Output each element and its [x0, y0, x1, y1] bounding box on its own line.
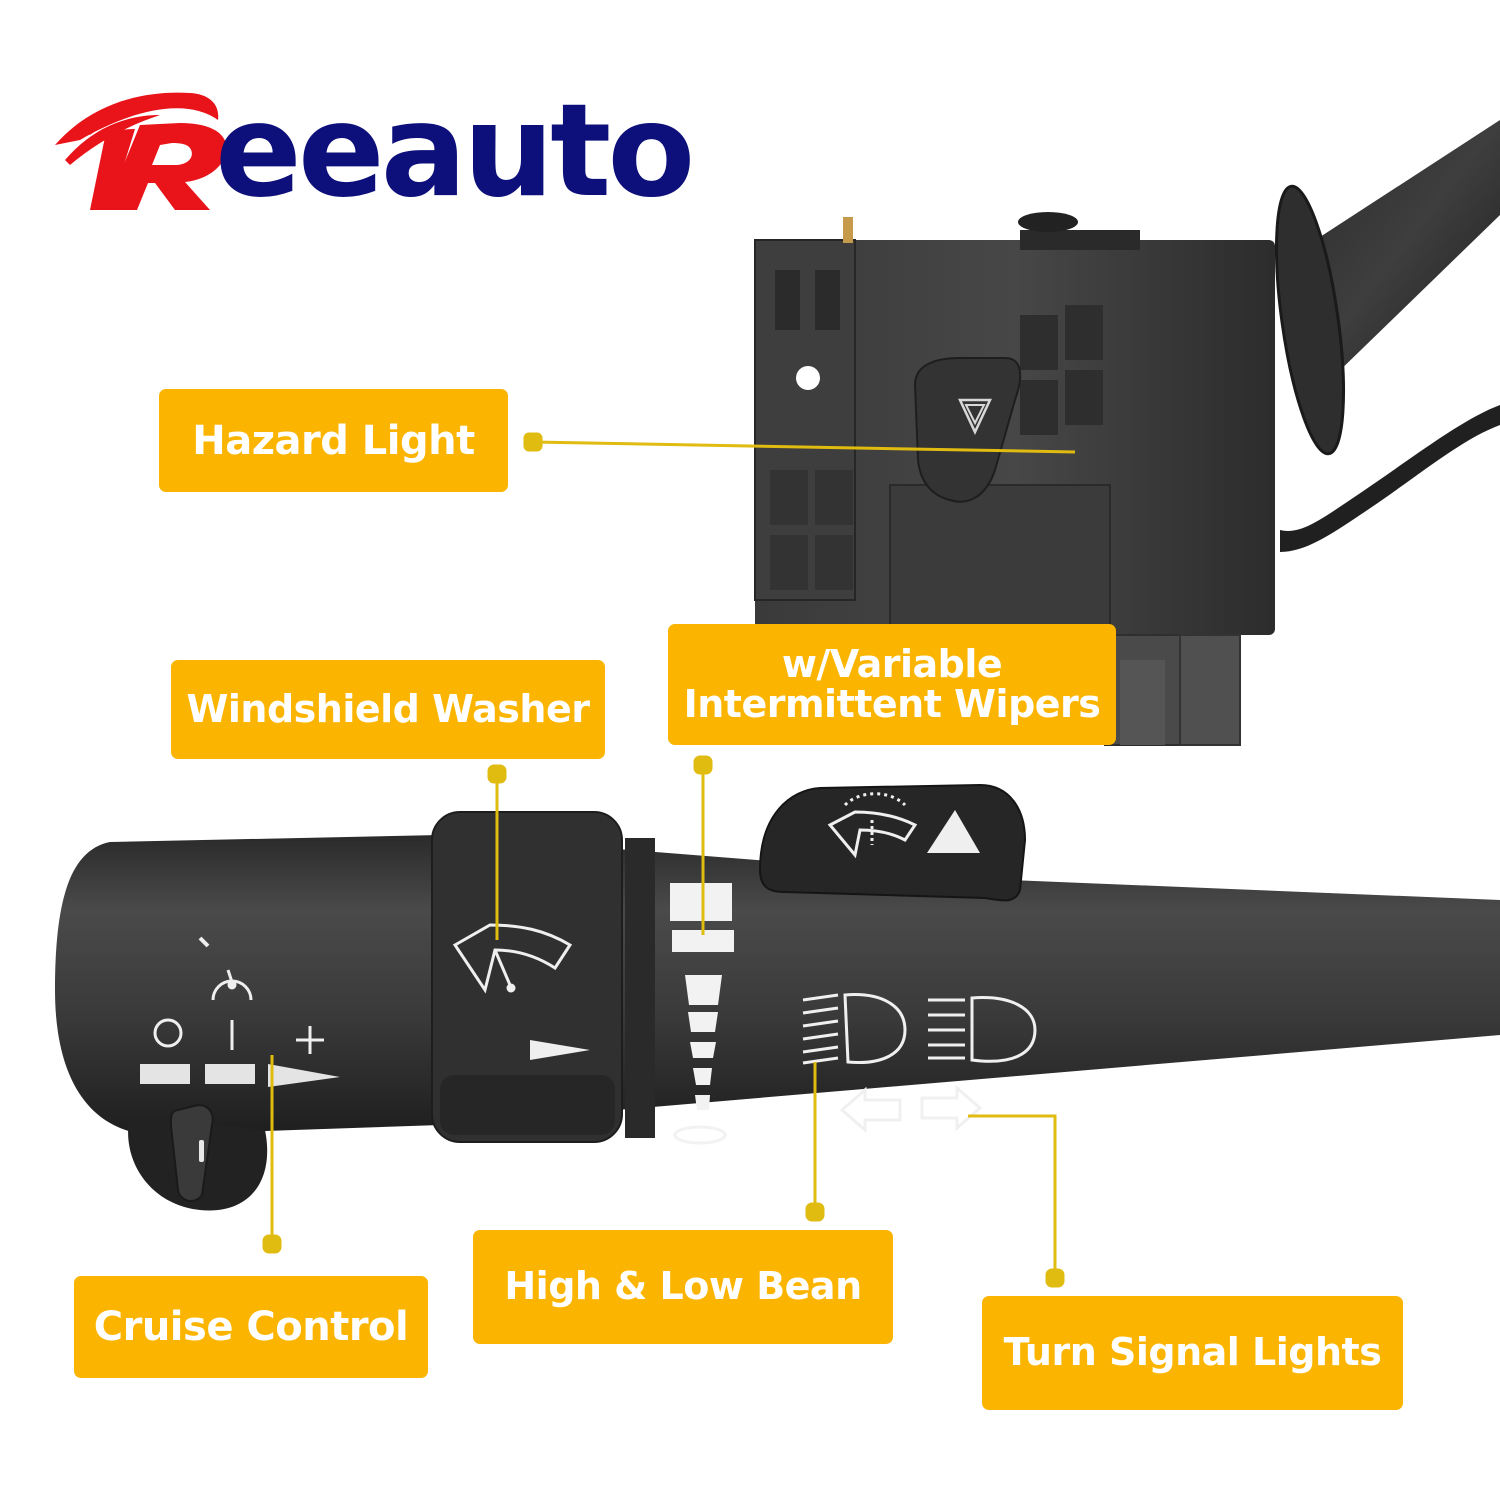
speedometer-icon [198, 936, 253, 1001]
switch-housing [754, 212, 1275, 746]
lower-stalk [55, 783, 1500, 1211]
upper-stalk-tube [1275, 120, 1500, 456]
washer-spray-icon [827, 792, 918, 859]
callout-intermittent-wipers: w/Variable Intermittent Wipers [668, 624, 1116, 745]
cruise-symbols [153, 936, 324, 1054]
wash-up-arrow-icon [927, 810, 980, 853]
callout-hazard-light: Hazard Light [159, 389, 508, 492]
cruise-position-bars [140, 1064, 340, 1087]
cruise-plus-icon [296, 1026, 324, 1054]
callout-windshield-washer: Windshield Washer [171, 660, 605, 759]
hazard-triangle-icon [958, 398, 992, 435]
callout-label-line2: Intermittent Wipers [683, 681, 1101, 726]
callout-cruise-control: Cruise Control [74, 1276, 428, 1378]
right-arrow-icon [920, 1084, 983, 1132]
logo-wordmark: eeauto [215, 77, 695, 226]
brand-logo: eeauto [50, 85, 695, 217]
cruise-off-icon [153, 1018, 183, 1048]
wash-button[interactable] [758, 783, 1027, 902]
high-beam-icon [928, 996, 1037, 1063]
callout-label: Hazard Light [192, 417, 475, 464]
washer-arrow-icon [530, 1040, 590, 1060]
wiper-ring[interactable] [431, 811, 623, 1143]
callout-high-low-beam: High & Low Bean [473, 1230, 893, 1344]
left-arrow-icon [839, 1086, 902, 1134]
callout-label-line1: w/Variable [781, 641, 1003, 686]
callout-turn-signal-lights: Turn Signal Lights [982, 1296, 1403, 1410]
hazard-button[interactable] [913, 357, 1022, 503]
windshield-wiper-icon [452, 923, 573, 994]
logo-r-swoosh-icon [55, 92, 227, 210]
callout-label: High & Low Bean [504, 1264, 862, 1309]
low-beam-icon [802, 993, 907, 1065]
intermittent-speed-marks [670, 883, 734, 1145]
callout-label: Turn Signal Lights [1003, 1330, 1382, 1375]
callout-label: Cruise Control [93, 1304, 409, 1350]
wire [1280, 405, 1500, 552]
callout-label: Windshield Washer [186, 686, 590, 731]
